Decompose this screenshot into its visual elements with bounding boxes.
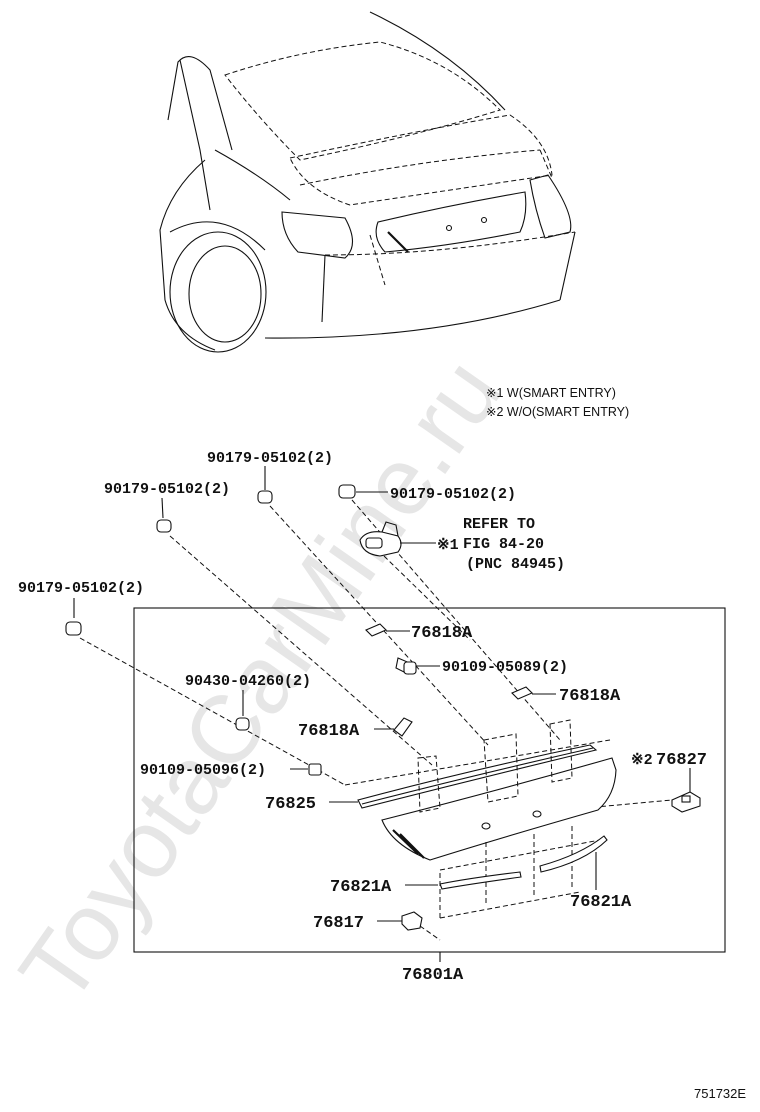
label-76821A-left: 76821A xyxy=(330,878,392,897)
label-90179-left: 90179-05102(2) xyxy=(104,481,230,498)
label-90430-04260: 90430-04260(2) xyxy=(185,673,311,690)
figure-code: 751732E xyxy=(694,1086,746,1101)
pad-76818A-right xyxy=(511,686,533,700)
note-smart-entry: ※1 W(SMART ENTRY) xyxy=(486,386,616,400)
molding-76821A-left xyxy=(439,871,522,890)
clip-90179-right xyxy=(338,484,356,499)
refer-marker: ※1 xyxy=(437,537,459,554)
clip-90109-05096 xyxy=(308,763,322,776)
label-76825: 76825 xyxy=(265,795,316,814)
clip-90179-left xyxy=(156,519,172,533)
assembly-box xyxy=(133,607,726,953)
label-90109-05089: 90109-05089(2) xyxy=(442,659,568,676)
car-rear-illustration xyxy=(159,11,576,353)
label-76817: 76817 xyxy=(313,914,364,933)
label-90179-top: 90179-05102(2) xyxy=(207,450,333,467)
label-76801A: 76801A xyxy=(402,966,464,985)
note-no-smart-entry: ※2 W/O(SMART ENTRY) xyxy=(486,405,629,419)
clip-90179-far-left xyxy=(65,621,82,636)
label-90109-05096: 90109-05096(2) xyxy=(140,762,266,779)
pad-76818A-left xyxy=(393,717,413,737)
label-76818A-right: 76818A xyxy=(559,687,621,706)
label-90179-far-left: 90179-05102(2) xyxy=(18,580,144,597)
smart-entry-switch xyxy=(359,521,402,557)
screw-90109-05089 xyxy=(395,657,417,675)
refer-line2: FIG 84-20 xyxy=(463,536,544,553)
label-90179-right: 90179-05102(2) xyxy=(390,486,516,503)
label-76818A-top: 76818A xyxy=(411,624,473,643)
label-76818A-left: 76818A xyxy=(298,722,360,741)
label-76821A-right: 76821A xyxy=(570,893,632,912)
refer-line3: (PNC 84945) xyxy=(466,556,565,573)
label-76827-marker: ※2 xyxy=(631,752,653,769)
clip-90179-top xyxy=(257,490,273,504)
garnish-76801A xyxy=(381,757,617,861)
nut-90430-04260 xyxy=(235,717,250,731)
label-76827: 76827 xyxy=(656,751,707,770)
cap-76817 xyxy=(401,911,423,931)
lamp-76827 xyxy=(671,791,701,813)
pad-76818A-top xyxy=(365,623,387,637)
refer-line1: REFER TO xyxy=(463,516,535,533)
molding-76821A-right xyxy=(539,835,608,873)
molding-76825 xyxy=(357,744,598,809)
